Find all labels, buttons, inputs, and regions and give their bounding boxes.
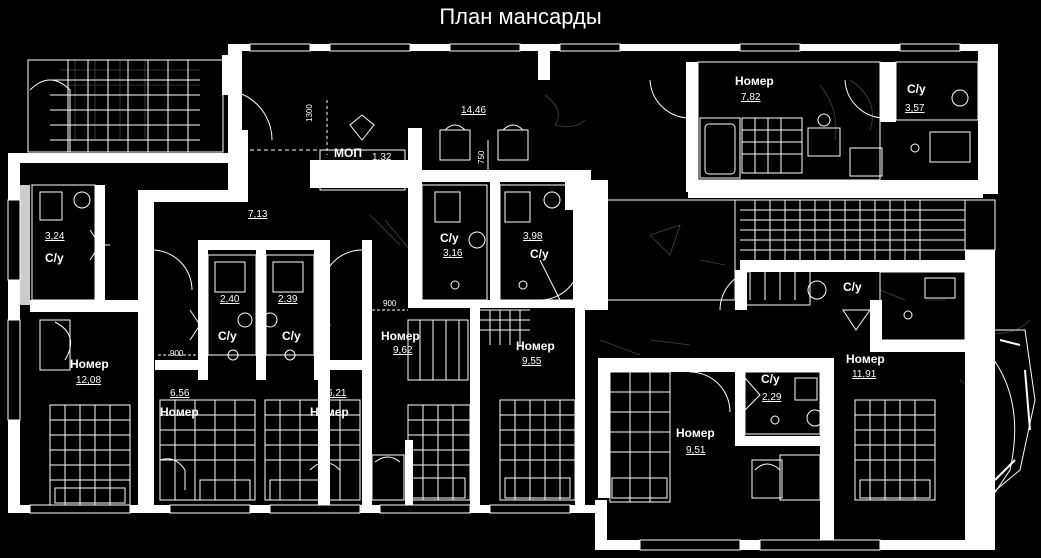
wc-316-area: 3,16 xyxy=(443,248,463,259)
wc-357-label: С/у xyxy=(907,82,926,96)
staircase-center xyxy=(604,199,965,306)
top-right-block xyxy=(649,61,979,181)
wc-right-label: С/у xyxy=(843,280,862,294)
wc-229-label: С/у xyxy=(761,372,780,386)
room-1191-label: Номер xyxy=(846,352,885,366)
room-1191-area: 11,91 xyxy=(852,369,877,380)
corridor-furniture xyxy=(250,100,529,191)
wc-316-label: С/у xyxy=(440,231,459,245)
room-621-area: 6,21 xyxy=(327,388,347,399)
staircase-top-left xyxy=(27,59,273,153)
mop-area: 1,32 xyxy=(372,152,392,163)
windows xyxy=(7,43,996,551)
wc-398-label: С/у xyxy=(530,247,549,261)
dimension-900-mid: 900 xyxy=(383,299,397,308)
room-962-area: 9,62 xyxy=(393,345,413,356)
wc-324-label: С/у xyxy=(45,251,64,265)
room-12-label: Номер xyxy=(70,357,109,371)
room-656-label: Номер xyxy=(160,405,199,419)
room-955-area: 9,55 xyxy=(522,356,542,367)
right-block xyxy=(719,269,1036,501)
room-12-area: 12,08 xyxy=(76,375,102,386)
wc-398-area: 3,98 xyxy=(523,231,543,242)
dimension-1300: 1300 xyxy=(305,104,314,122)
room-656-area: 6,56 xyxy=(170,388,190,399)
dimension-750: 750 xyxy=(477,150,486,164)
wc-324-area: 3,24 xyxy=(45,231,65,242)
center-wc-block xyxy=(407,184,581,381)
room-782-area: 7,82 xyxy=(741,92,761,103)
wc-239-label: С/у xyxy=(282,329,301,343)
outer-walls xyxy=(8,44,998,550)
corridor-top-area: 14,46 xyxy=(461,105,487,116)
right-bottom-block xyxy=(609,371,824,503)
mop-label: МОП xyxy=(334,146,362,160)
corridor-left-area: 7,13 xyxy=(248,209,268,220)
room-621-label: Номер xyxy=(310,405,349,419)
wc-240-label: С/у xyxy=(218,329,237,343)
bottom-center-block xyxy=(371,309,576,501)
dimension-900-left: 900 xyxy=(170,349,184,358)
room-962-label: Номер xyxy=(381,329,420,343)
structural-walls xyxy=(30,45,983,548)
room-951-label: Номер xyxy=(676,426,715,440)
wc-357-area: 3,57 xyxy=(905,103,925,114)
room-951-area: 9,51 xyxy=(686,445,706,456)
room-782-label: Номер xyxy=(735,74,774,88)
left-block xyxy=(31,184,131,506)
plan-title: План мансарды xyxy=(439,4,602,29)
room-955-label: Номер xyxy=(516,339,555,353)
mid-left-block xyxy=(151,249,363,501)
wc-239-area: 2,39 xyxy=(278,294,298,305)
wc-240-area: 2,40 xyxy=(220,294,240,305)
wc-229-area: 2,29 xyxy=(762,392,782,403)
